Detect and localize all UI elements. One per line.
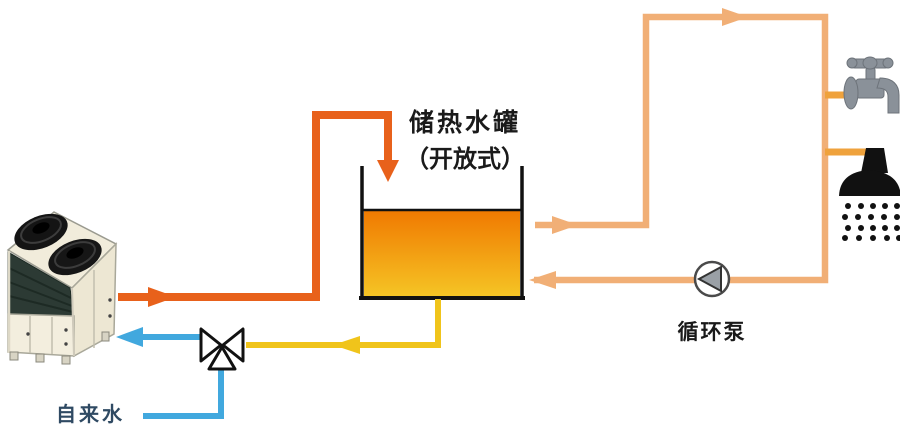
warm-water-pipe: [246, 299, 441, 354]
circulation-pump-label: 循环泵: [677, 320, 747, 344]
flow-arrow-left: [333, 336, 360, 354]
tap-water-pipe: [143, 370, 224, 419]
flow-arrow-left: [116, 327, 143, 347]
flow-arrow-right: [552, 216, 578, 234]
cold-water-pipe: [116, 327, 202, 347]
screw-dots: [26, 298, 112, 346]
hot-water-pipe: [118, 111, 399, 307]
tank-label-title: 储热水罐: [408, 108, 521, 137]
heat-pump-unit: [6, 211, 118, 365]
flow-arrow-right: [148, 287, 176, 307]
shower-spray-dots: [842, 203, 900, 241]
tank-label-subtitle: （开放式）: [405, 145, 525, 173]
faucet-icon: [843, 56, 900, 114]
heat-pump-front-panel: [7, 313, 75, 357]
circulation-pipe: [529, 8, 829, 289]
flow-arrow-down: [377, 160, 399, 182]
circulation-pump-icon: [693, 260, 731, 298]
tank-water: [364, 209, 520, 297]
flow-arrow-right: [722, 8, 748, 26]
heat-pump-feet: [9, 331, 110, 365]
fan-icon: [48, 238, 102, 276]
three-way-valve-icon: [199, 327, 245, 371]
tap-water-label: 自来水: [56, 402, 125, 426]
shower-icon: [839, 148, 900, 241]
fan-icon: [14, 213, 68, 251]
storage-tank: [359, 166, 525, 300]
frame-edge: [71, 287, 75, 357]
flow-arrow-left: [529, 271, 556, 289]
